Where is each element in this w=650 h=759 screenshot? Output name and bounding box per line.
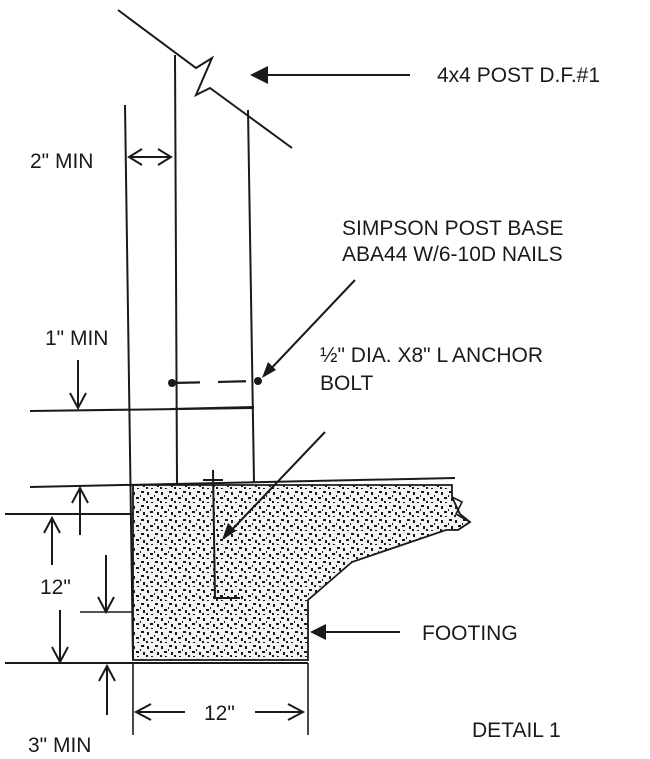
bolt-end-right [254,377,262,385]
anchor-bolt-label-line2: BOLT [320,372,373,395]
dim-3in-arrowhead [98,663,116,682]
anchor-bolt-leader-arrowhead [222,523,236,540]
post-base-plate [169,406,255,410]
concrete-footing [132,484,472,661]
post-leader-arrowhead [250,66,268,84]
dim-width-right-arrowhead [287,703,306,721]
dim-slab-top-arrowhead [71,485,89,504]
min-1in-label: 1" MIN [45,327,108,350]
post-left-edge [174,54,178,484]
depth-label: 12" [40,576,71,599]
min-2in-label: 2" MIN [30,150,93,173]
bolt-end-left [168,379,176,387]
bolt-dashed-line [171,379,259,385]
dim-slab-bottom-arrowhead [97,596,115,615]
slab-top-line [29,477,456,488]
dim-2in-arrow-right [157,148,173,166]
post-base-label-line2: ABA44 W/6-10D NAILS [342,243,563,266]
post-base-leader [264,279,356,376]
post-label: 4x4 POST D.F.#1 [437,64,600,87]
post-base-leader-arrowhead [262,362,276,378]
anchor-bolt-label-line1: ½" DIA. X8" L ANCHOR [320,344,543,367]
dim-1in-arrowhead [69,392,87,411]
detail-label: DETAIL 1 [472,719,561,742]
anchor-bolt-shaft [212,469,216,599]
min-3in-label: 3" MIN [28,734,91,757]
width-label: 12" [204,702,235,725]
footing-leader-arrowhead [310,624,326,640]
dim-width-left-arrowhead [133,703,152,721]
post-base-label-line1: SIMPSON POST BASE [342,217,563,240]
dim-2in-arrow-left [127,148,143,166]
slab-break-line [451,496,472,531]
clearance-line [124,104,134,661]
dim-depth-down-arrowhead [51,646,69,665]
post-right-edge [247,109,255,483]
anchor-bolt-leader [224,431,326,538]
dim-depth-up-arrowhead [43,515,61,534]
post-break-line [117,9,293,149]
footing-label: FOOTING [422,622,518,645]
